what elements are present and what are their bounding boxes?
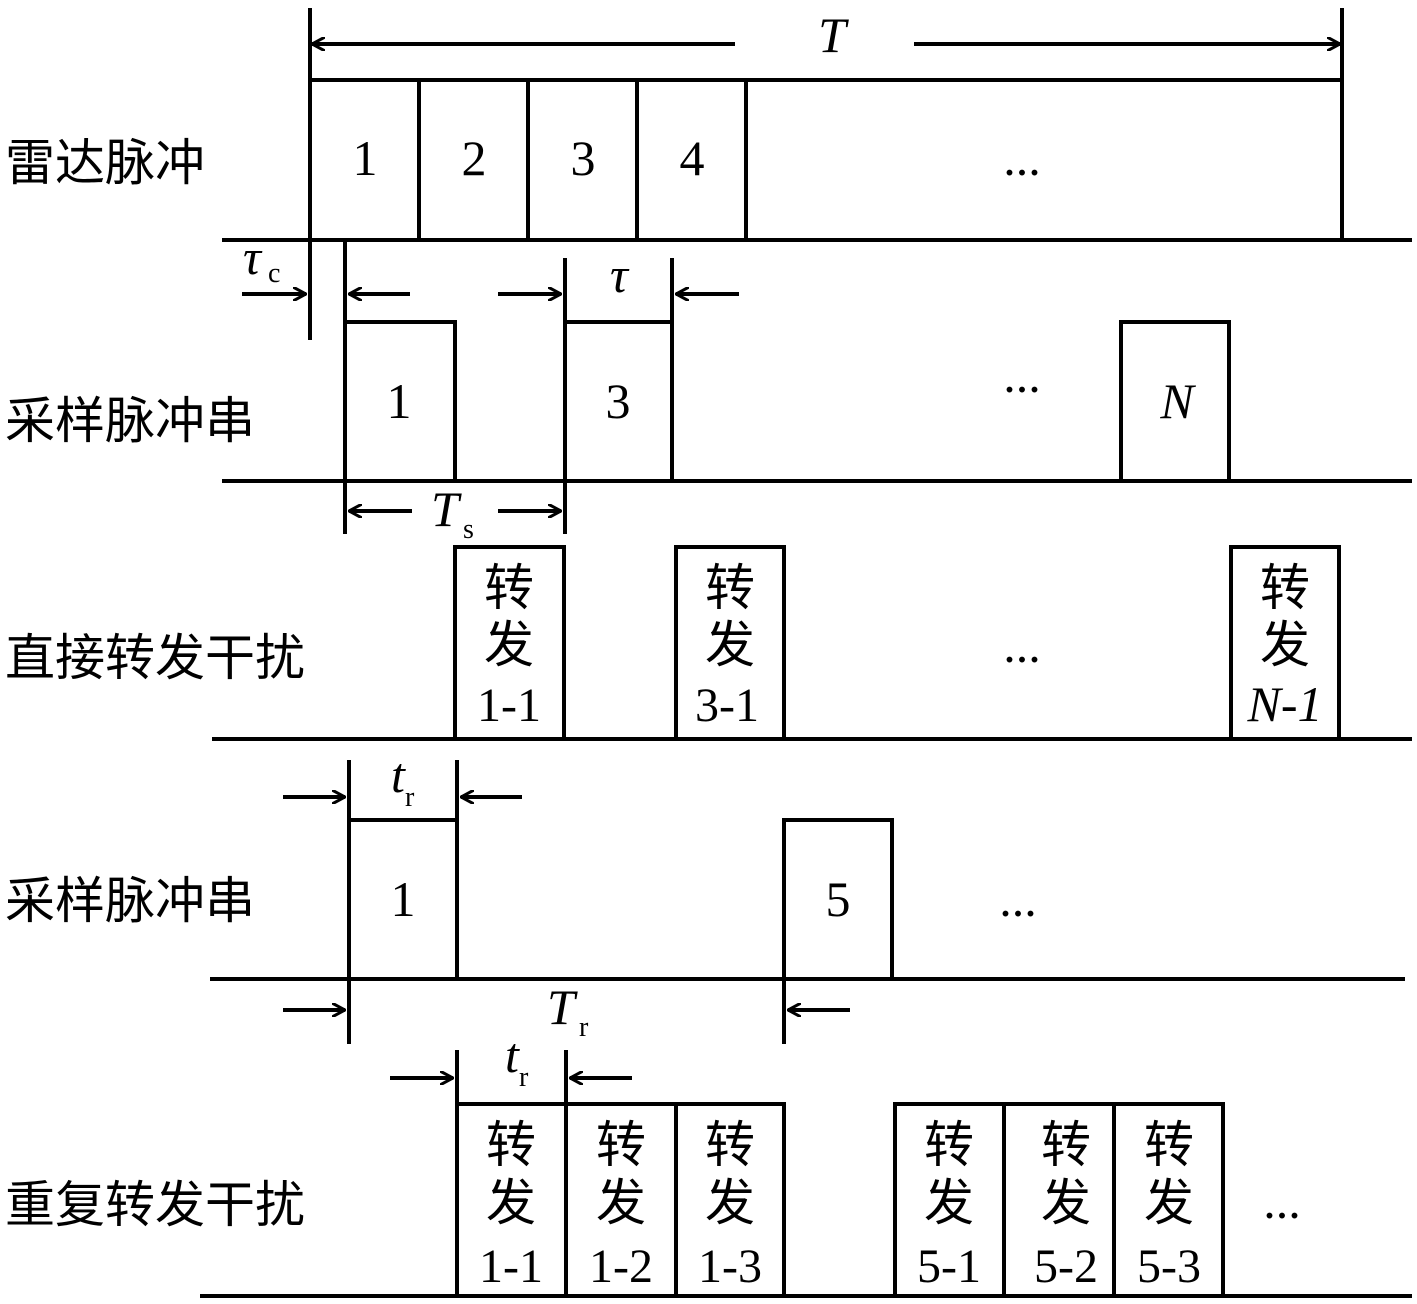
radar-pulse-3: 3 <box>571 130 596 186</box>
Ts-label: T <box>431 481 462 537</box>
Tr-subscript: r <box>579 1012 589 1043</box>
tau-c-subscript: c <box>268 258 280 289</box>
radar-pulse-2: 2 <box>462 130 487 186</box>
sample1-pulse-3: 3 <box>606 373 631 429</box>
direct-ellipsis: ... <box>1003 617 1041 673</box>
repeat-box-1: 转 发 1-1 <box>479 1116 543 1293</box>
svg-text:发: 发 <box>486 1174 536 1232</box>
svg-text:转: 转 <box>596 1116 646 1174</box>
sample2-pulse-5: 5 <box>826 871 851 927</box>
repeat-box-4: 转 发 5-1 <box>917 1116 981 1293</box>
svg-text:转: 转 <box>705 559 755 617</box>
svg-text:转: 转 <box>1041 1116 1091 1174</box>
svg-text:发: 发 <box>1041 1174 1091 1232</box>
repeat-ellipsis: ... <box>1263 1173 1301 1229</box>
svg-text:1-1: 1-1 <box>477 679 541 732</box>
radar-ellipsis: ... <box>1003 130 1041 186</box>
sample1-row: τ c τ 1 3 ... N T s <box>222 229 1412 545</box>
svg-text:1-2: 1-2 <box>589 1240 653 1293</box>
svg-text:发: 发 <box>1260 616 1310 674</box>
Ts-subscript: s <box>463 514 474 545</box>
direct-box-2: 转 发 3-1 <box>695 559 759 732</box>
radar-row: T 1 2 3 4 ... <box>222 7 1412 242</box>
svg-text:5-3: 5-3 <box>1137 1240 1201 1293</box>
svg-text:转: 转 <box>924 1116 974 1174</box>
repeat-row: t r 转 发 1-1 转 发 1-2 转 发 1-3 转 发 5-1 <box>200 1027 1412 1298</box>
Tr-label: T <box>547 979 578 1035</box>
direct-box-3: 转 发 N-1 <box>1247 559 1323 732</box>
svg-text:1-1: 1-1 <box>479 1240 543 1293</box>
sample2-row: t r 1 5 ... T r <box>210 747 1405 1044</box>
svg-text:转: 转 <box>705 1116 755 1174</box>
sample2-pulse-1: 1 <box>391 871 416 927</box>
radar-pulse-1: 1 <box>353 130 378 186</box>
svg-text:转: 转 <box>1260 559 1310 617</box>
tr2-label: t <box>505 1027 520 1083</box>
svg-text:发: 发 <box>1144 1174 1194 1232</box>
row-label-sample1: 采样脉冲串 <box>5 392 255 450</box>
direct-box-1: 转 发 1-1 <box>477 559 541 732</box>
svg-text:转: 转 <box>484 559 534 617</box>
repeat-box-6: 转 发 5-3 <box>1137 1116 1201 1293</box>
svg-text:5-1: 5-1 <box>917 1240 981 1293</box>
tr1-label: t <box>391 747 406 803</box>
sample1-pulse-1: 1 <box>387 373 412 429</box>
repeat-box-2: 转 发 1-2 <box>589 1116 653 1293</box>
svg-text:发: 发 <box>705 1174 755 1232</box>
svg-text:N-1: N-1 <box>1247 676 1323 732</box>
svg-text:发: 发 <box>705 616 755 674</box>
repeat-box-3: 转 发 1-3 <box>698 1116 762 1293</box>
row-label-radar: 雷达脉冲 <box>5 134 205 192</box>
tr2-subscript: r <box>519 1062 529 1093</box>
svg-text:5-2: 5-2 <box>1034 1240 1098 1293</box>
svg-text:发: 发 <box>924 1174 974 1232</box>
row-label-direct: 直接转发干扰 <box>5 629 305 687</box>
tau-c-label: τ <box>243 229 263 285</box>
svg-text:发: 发 <box>484 616 534 674</box>
repeat-box-5: 转 发 5-2 <box>1034 1116 1098 1293</box>
svg-text:转: 转 <box>1144 1116 1194 1174</box>
svg-text:发: 发 <box>596 1174 646 1232</box>
svg-text:转: 转 <box>486 1116 536 1174</box>
sample1-ellipsis: ... <box>1003 347 1041 403</box>
row-label-sample2: 采样脉冲串 <box>5 872 255 930</box>
tr1-subscript: r <box>405 782 415 813</box>
svg-text:3-1: 3-1 <box>695 679 759 732</box>
radar-pulse-4: 4 <box>680 130 705 186</box>
sample2-ellipsis: ... <box>999 871 1037 927</box>
sample1-pulse-N: N <box>1159 373 1196 429</box>
row-label-repeat: 重复转发干扰 <box>5 1176 305 1234</box>
direct-row: 转 发 1-1 转 发 3-1 转 发 N-1 ... <box>212 545 1412 741</box>
svg-text:1-3: 1-3 <box>698 1240 762 1293</box>
tau-label: τ <box>610 247 630 303</box>
period-T-label: T <box>818 7 849 63</box>
